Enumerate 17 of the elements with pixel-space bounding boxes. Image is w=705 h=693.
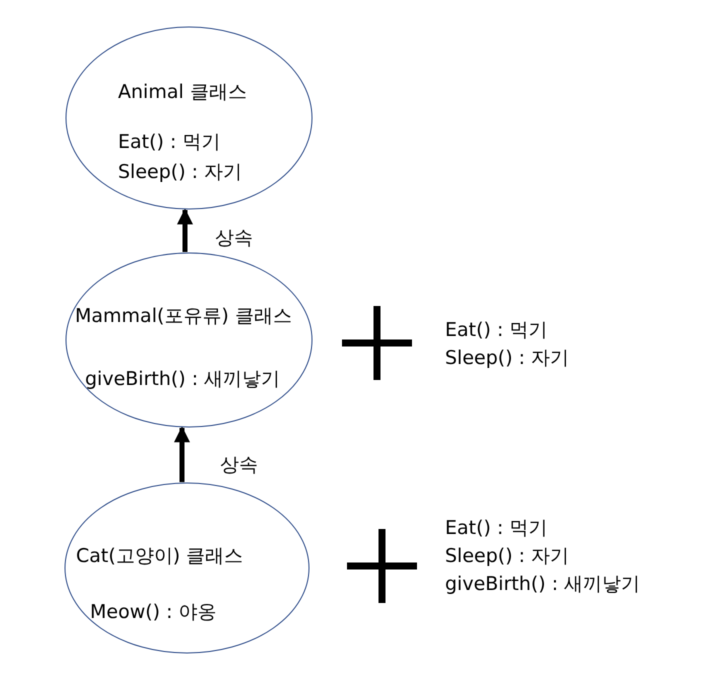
method-text: Eat() : 먹기 <box>445 318 548 342</box>
method-text: Sleep() : 자기 <box>445 346 570 370</box>
method-text: giveBirth() : 새끼낳기 <box>445 572 640 596</box>
arrow <box>177 208 193 252</box>
class-title: Animal 클래스 <box>118 80 247 104</box>
class-ellipse <box>64 482 310 654</box>
method-text: Meow() : 야옹 <box>90 600 217 624</box>
method-text: Sleep() : 자기 <box>445 544 570 568</box>
method-text: Eat() : 먹기 <box>118 130 220 154</box>
method-text: Sleep() : 자기 <box>118 160 242 184</box>
class-title: Cat(고양이) 클래스 <box>76 544 244 568</box>
arrow <box>174 426 190 482</box>
method-text: Eat() : 먹기 <box>445 516 548 540</box>
class-ellipse <box>65 26 313 210</box>
class-title: Mammal(포유류) 클래스 <box>75 304 292 328</box>
method-text: giveBirth() : 새끼낳기 <box>85 367 280 391</box>
class-ellipse <box>65 252 313 428</box>
